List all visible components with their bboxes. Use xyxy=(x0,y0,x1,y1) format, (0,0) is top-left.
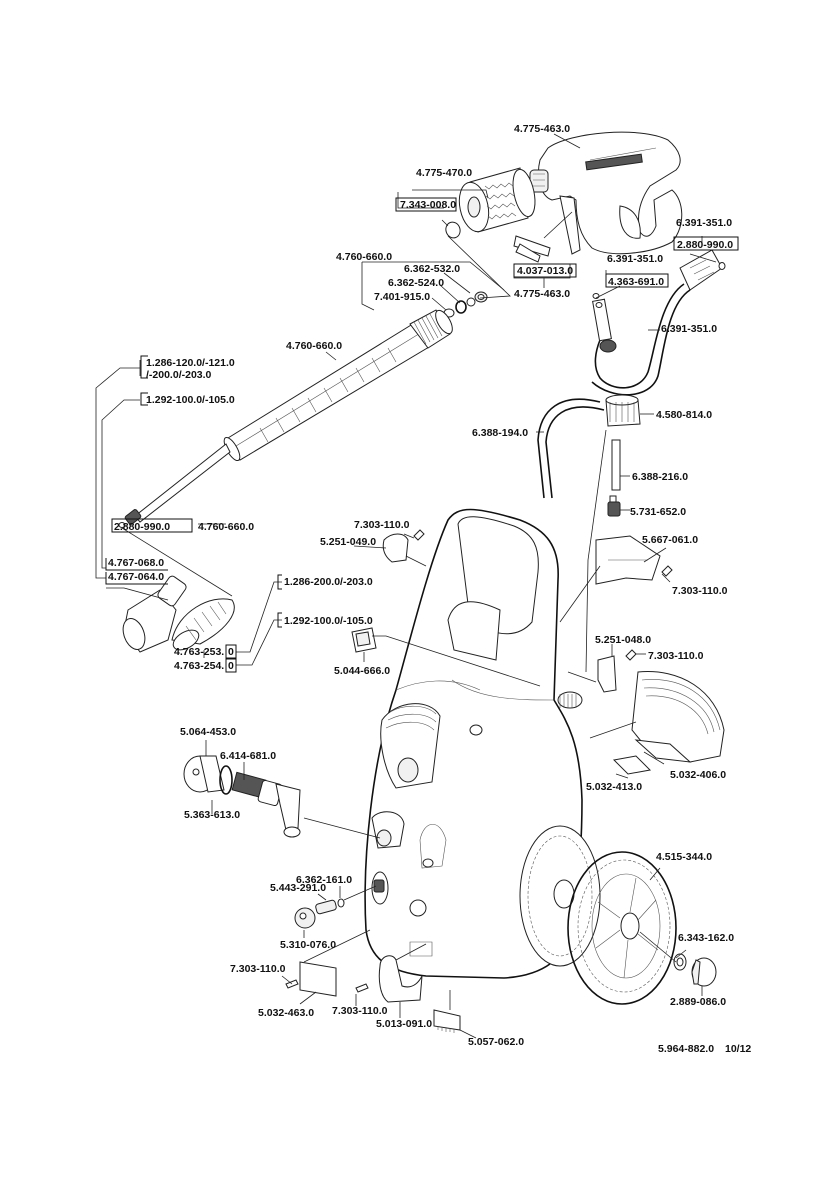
label-cap-453: 5.064-453.0 xyxy=(180,726,236,738)
hose-seal[interactable] xyxy=(718,262,726,270)
label-lance-group: 4.760-660.0 xyxy=(336,251,392,263)
holder-5-013-091[interactable] xyxy=(378,955,423,1003)
nozzle-4-767-064[interactable] xyxy=(119,575,188,653)
label-holder-049: 5.251-049.0 xyxy=(320,536,376,548)
label-kit-200: 1.286-200.0/-203.0 xyxy=(284,576,373,588)
label-holder-048: 5.251-048.0 xyxy=(595,634,651,646)
inlet-sieve[interactable] xyxy=(231,771,301,838)
label-nozzle-254: 4.763-254. xyxy=(174,660,224,672)
label-seal-2880: 2.880-990.0 xyxy=(114,521,170,533)
footer-document-code: 5.964-882.0 xyxy=(658,1043,714,1055)
label-holder-091: 5.013-091.0 xyxy=(376,1018,432,1030)
label-kit-292b: 1.292-100.0/-105.0 xyxy=(284,615,373,627)
label-nozzle-068: 4.767-068.0 xyxy=(108,557,164,569)
pressure-washer-body[interactable] xyxy=(364,508,583,979)
label-nozzle-254-box: 0 xyxy=(228,660,234,672)
screw-icon[interactable] xyxy=(661,565,673,577)
label-boxes xyxy=(105,197,739,673)
label-sieve-681: 6.414-681.0 xyxy=(220,750,276,762)
outlet-nipple[interactable] xyxy=(315,899,337,915)
screw-icon[interactable] xyxy=(413,529,425,541)
rotary-brush-head[interactable] xyxy=(455,167,539,234)
label-nozzle-253: 4.763-253. xyxy=(174,646,224,658)
washer-6-343-162[interactable] xyxy=(673,953,687,971)
inlet-cap[interactable] xyxy=(183,755,225,793)
holder-5-667-061[interactable] xyxy=(595,535,661,585)
spray-gun[interactable] xyxy=(529,131,683,255)
label-filter: 5.731-652.0 xyxy=(630,506,686,518)
wheel-4-515-344[interactable] xyxy=(567,851,677,1005)
gun-clip[interactable] xyxy=(513,235,551,263)
label-holder-061: 5.667-061.0 xyxy=(642,534,698,546)
foot-5-057-062[interactable] xyxy=(433,1009,461,1033)
plate-5-044-666[interactable] xyxy=(351,627,377,653)
rear-wheel[interactable] xyxy=(519,825,601,967)
label-hose-seal: 2.880-990.0 xyxy=(677,239,733,251)
label-kit-120: 1.286-120.0/-121.0 xyxy=(146,357,235,369)
label-screw-a: 7.303-110.0 xyxy=(354,519,410,531)
label-brush-head: 4.775-470.0 xyxy=(416,167,472,179)
label-nut-076: 5.310-076.0 xyxy=(280,939,336,951)
spray-lance[interactable] xyxy=(118,308,456,528)
holder-5-251-048[interactable] xyxy=(597,655,617,693)
label-gun-top: 4.775-463.0 xyxy=(514,123,570,135)
label-kit-292: 1.292-100.0/-105.0 xyxy=(146,394,235,406)
label-hose-top2: 6.391-351.0 xyxy=(607,253,663,265)
detergent-hose[interactable] xyxy=(537,398,605,499)
label-screw-e: 7.303-110.0 xyxy=(332,1005,388,1017)
outlet-o-ring[interactable] xyxy=(337,898,345,908)
label-detergent-hose: 6.388-194.0 xyxy=(472,427,528,439)
label-oring-524: 6.362-524.0 xyxy=(388,277,444,289)
label-hubcap-086: 2.889-086.0 xyxy=(670,996,726,1008)
detergent-filter[interactable] xyxy=(607,495,621,517)
label-suction-tube: 6.388-216.0 xyxy=(632,471,688,483)
label-plate-666: 5.044-666.0 xyxy=(334,665,390,677)
label-oring-613: 5.363-613.0 xyxy=(184,809,240,821)
screw-icon[interactable] xyxy=(355,983,369,993)
plate-5-032-413[interactable] xyxy=(612,755,652,775)
label-washer-162: 6.343-162.0 xyxy=(678,932,734,944)
label-plate-413: 5.032-413.0 xyxy=(586,781,642,793)
label-oring-161: 6.362-161.0 xyxy=(296,874,352,886)
inlet-o-ring[interactable] xyxy=(219,765,233,795)
rear-cover[interactable] xyxy=(631,671,725,763)
suction-tube[interactable] xyxy=(611,439,621,491)
label-detergent-cap: 4.580-814.0 xyxy=(656,409,712,421)
label-nozzle-064: 4.767-064.0 xyxy=(108,571,164,583)
label-lance-end: 4.760-660.0 xyxy=(198,521,254,533)
o-rings-lance[interactable] xyxy=(443,291,488,318)
retaining-ring[interactable] xyxy=(444,220,463,240)
label-kit-120-line2: /-200.0/-203.0 xyxy=(146,369,212,381)
union-nut[interactable] xyxy=(294,907,316,929)
label-cover-463: 5.032-463.0 xyxy=(258,1007,314,1019)
label-oring-915: 7.401-915.0 xyxy=(374,291,430,303)
footer-date: 10/12 xyxy=(725,1043,751,1055)
label-cover-406: 5.032-406.0 xyxy=(670,769,726,781)
label-foot-062: 5.057-062.0 xyxy=(468,1036,524,1048)
label-nozzle-253-box: 0 xyxy=(228,646,234,658)
nozzle-4-763-253[interactable] xyxy=(170,598,235,654)
label-screw-d: 7.303-110.0 xyxy=(230,963,286,975)
screw-icon[interactable] xyxy=(625,649,637,661)
hubcap-2-889-086[interactable] xyxy=(691,957,717,987)
label-gun-clip: 4.037-013.0 xyxy=(517,265,573,277)
label-lance-mid: 4.760-660.0 xyxy=(286,340,342,352)
label-screw-c: 7.303-110.0 xyxy=(648,650,704,662)
leader-lines xyxy=(95,133,717,1039)
label-hose-main: 6.391-351.0 xyxy=(661,323,717,335)
label-hose-top1: 6.391-351.0 xyxy=(676,217,732,229)
label-brush-ring: 7.343-008.0 xyxy=(400,199,456,211)
label-gun-bottom: 4.775-463.0 xyxy=(514,288,570,300)
part-labels: 4.775-463.0 4.775-470.0 7.343-008.0 4.76… xyxy=(108,123,751,1055)
label-nipple-291: 5.443-291.0 xyxy=(270,882,326,894)
detergent-cap[interactable] xyxy=(605,394,641,427)
cover-5-032-463[interactable] xyxy=(299,961,337,997)
label-hose-connector: 4.363-691.0 xyxy=(608,276,664,288)
label-screw-b: 7.303-110.0 xyxy=(672,585,728,597)
high-pressure-hose[interactable] xyxy=(591,249,723,396)
label-oring-532: 6.362-532.0 xyxy=(404,263,460,275)
holder-5-251-049[interactable] xyxy=(382,533,409,563)
label-wheel-344: 4.515-344.0 xyxy=(656,851,712,863)
